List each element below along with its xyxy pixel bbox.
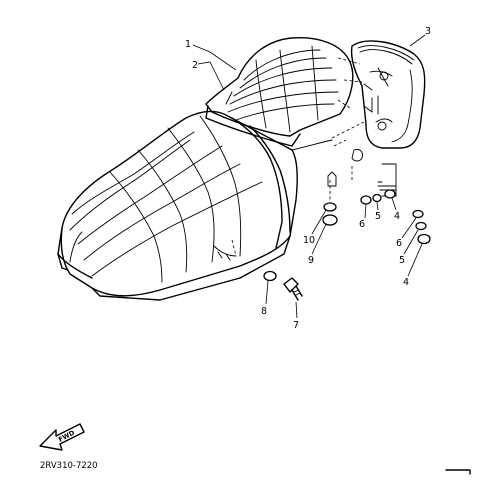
corner-mark xyxy=(445,469,471,475)
hidden-lines xyxy=(231,57,365,257)
washer-5a xyxy=(372,193,382,203)
callout-9: 9 xyxy=(308,255,314,266)
callout-6-lower: 6 xyxy=(396,238,402,249)
callout-4-upper: 4 xyxy=(394,211,400,222)
washer-10 xyxy=(323,202,337,212)
fwd-label: FWD xyxy=(57,428,76,443)
washer-6a xyxy=(360,195,372,205)
callout-7: 7 xyxy=(293,320,299,331)
leader-lines xyxy=(192,34,426,319)
main-seat xyxy=(57,110,333,301)
washer-6b xyxy=(412,209,424,219)
nut-4b xyxy=(417,233,431,245)
bolt-7-head xyxy=(283,277,299,293)
washer-8 xyxy=(263,270,277,282)
nut-9 xyxy=(322,214,338,226)
callout-1: 1 xyxy=(185,39,191,50)
callout-8: 8 xyxy=(261,306,267,317)
washer-5b xyxy=(415,221,427,231)
callout-5-lower: 5 xyxy=(399,255,405,266)
callout-2: 2 xyxy=(192,60,198,71)
nut-4a xyxy=(384,189,396,199)
callouts: 1 2 3 4 5 6 4 5 6 7 8 9 10 xyxy=(185,26,431,331)
callout-6-upper: 6 xyxy=(359,219,365,230)
hardware xyxy=(263,149,431,301)
rear-seat-cushion xyxy=(205,37,354,147)
callout-5-upper: 5 xyxy=(375,211,381,222)
fwd-arrow: FWD xyxy=(39,423,85,451)
callout-4-lower: 4 xyxy=(403,277,409,288)
tail-cover xyxy=(350,40,426,149)
callout-10: 10 xyxy=(303,235,315,246)
callout-3: 3 xyxy=(425,26,431,37)
drawing-code: 2RV310-7220 xyxy=(40,461,98,471)
